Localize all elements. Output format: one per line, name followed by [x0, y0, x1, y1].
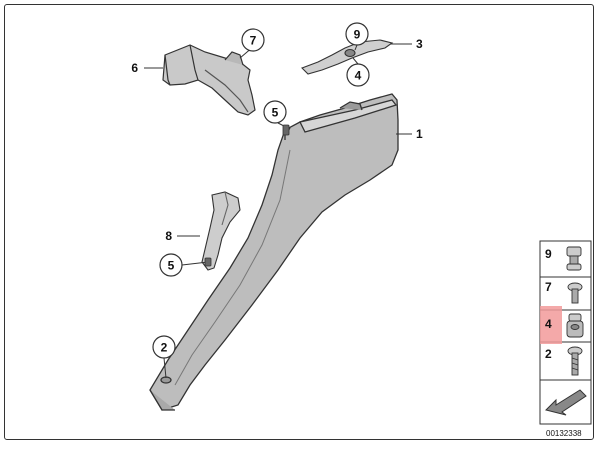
callout-2-label: 2 — [161, 341, 168, 355]
screw-7-icon — [567, 282, 583, 304]
label-6: 6 — [131, 61, 138, 75]
legend-row-7-label: 7 — [545, 280, 552, 294]
screw-2-icon — [567, 346, 583, 376]
callout-7: 7 — [241, 28, 265, 52]
diagram-frame — [4, 4, 594, 440]
diagram-id: 00132338 — [546, 429, 582, 438]
callout-5-top-label: 5 — [272, 106, 279, 120]
arrow-icon — [545, 389, 587, 416]
callout-9: 9 — [345, 22, 369, 46]
callout-7-label: 7 — [250, 34, 257, 48]
part-8-support-bracket — [201, 191, 241, 271]
part-1-pillar-trim — [149, 93, 399, 411]
callout-5-mid: 5 — [159, 253, 183, 277]
callout-4-top: 4 — [346, 63, 370, 87]
fastener-legend: 9 7 4 2 — [539, 240, 592, 425]
clip-9-icon — [566, 246, 582, 271]
callout-2: 2 — [152, 335, 176, 359]
fastener-markers — [204, 124, 290, 267]
nut-4-icon — [566, 313, 584, 338]
legend-highlight — [540, 306, 562, 344]
label-3: 3 — [416, 37, 423, 51]
callout-4-top-label: 4 — [355, 69, 362, 83]
part-3-bracket-strip — [301, 39, 394, 75]
callout-5-top: 5 — [263, 100, 287, 124]
callout-5-mid-label: 5 — [168, 259, 175, 273]
legend-row-9-label: 9 — [545, 247, 552, 261]
label-1: 1 — [416, 127, 423, 141]
label-8: 8 — [165, 229, 172, 243]
legend-row-4-label: 4 — [545, 317, 552, 331]
legend-row-2-label: 2 — [545, 347, 552, 361]
part-6-trim-bracket — [162, 44, 256, 116]
callout-9-label: 9 — [354, 28, 361, 42]
